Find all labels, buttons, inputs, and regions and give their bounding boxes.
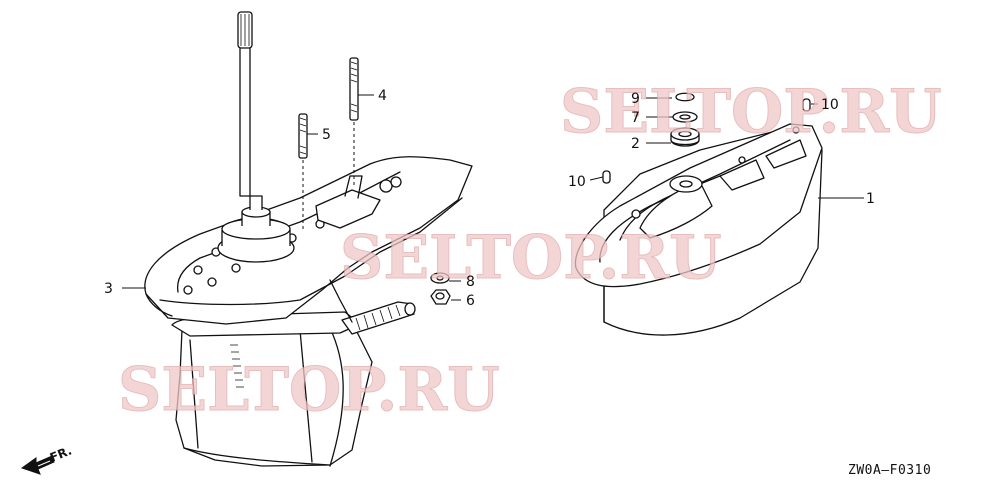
nut-6	[430, 289, 451, 305]
callout-10-upper: 10	[821, 97, 839, 113]
callout-1: 1	[866, 191, 875, 207]
callout-9: 9	[631, 91, 640, 107]
callout-6: 6	[466, 293, 475, 309]
washer-8	[430, 272, 450, 284]
circlip-9	[675, 92, 695, 102]
callout-4: 4	[378, 88, 387, 104]
callout-10-lower: 10	[568, 174, 586, 190]
drive-shaft	[237, 11, 253, 197]
extension-case	[574, 123, 823, 336]
propeller-shaft	[341, 301, 416, 335]
callout-3: 3	[104, 281, 113, 297]
leader-lines	[122, 94, 864, 301]
dowel-pin-10-lower	[602, 170, 611, 184]
front-direction-label: FR.	[48, 443, 74, 464]
flange-bolts	[183, 176, 402, 295]
stud-5	[298, 113, 308, 230]
callout-5: 5	[322, 127, 331, 143]
diagram-reference-code: ZW0A—F0310	[848, 463, 931, 478]
front-direction-arrow: FR.	[20, 443, 74, 475]
watermark-bottom-left: SELTOP.RU	[118, 355, 500, 425]
watermark-center: SELTOP.RU	[340, 223, 722, 293]
callout-8: 8	[466, 274, 475, 290]
watermark-top-right: SELTOP.RU	[560, 77, 942, 147]
callout-7: 7	[631, 110, 640, 126]
gear-case-assembly	[144, 11, 473, 467]
stud-4	[349, 57, 359, 188]
water-intake-slots	[230, 344, 244, 388]
bearing-2	[670, 127, 700, 147]
callout-2: 2	[631, 136, 640, 152]
dowel-pin-10-upper	[802, 98, 811, 112]
